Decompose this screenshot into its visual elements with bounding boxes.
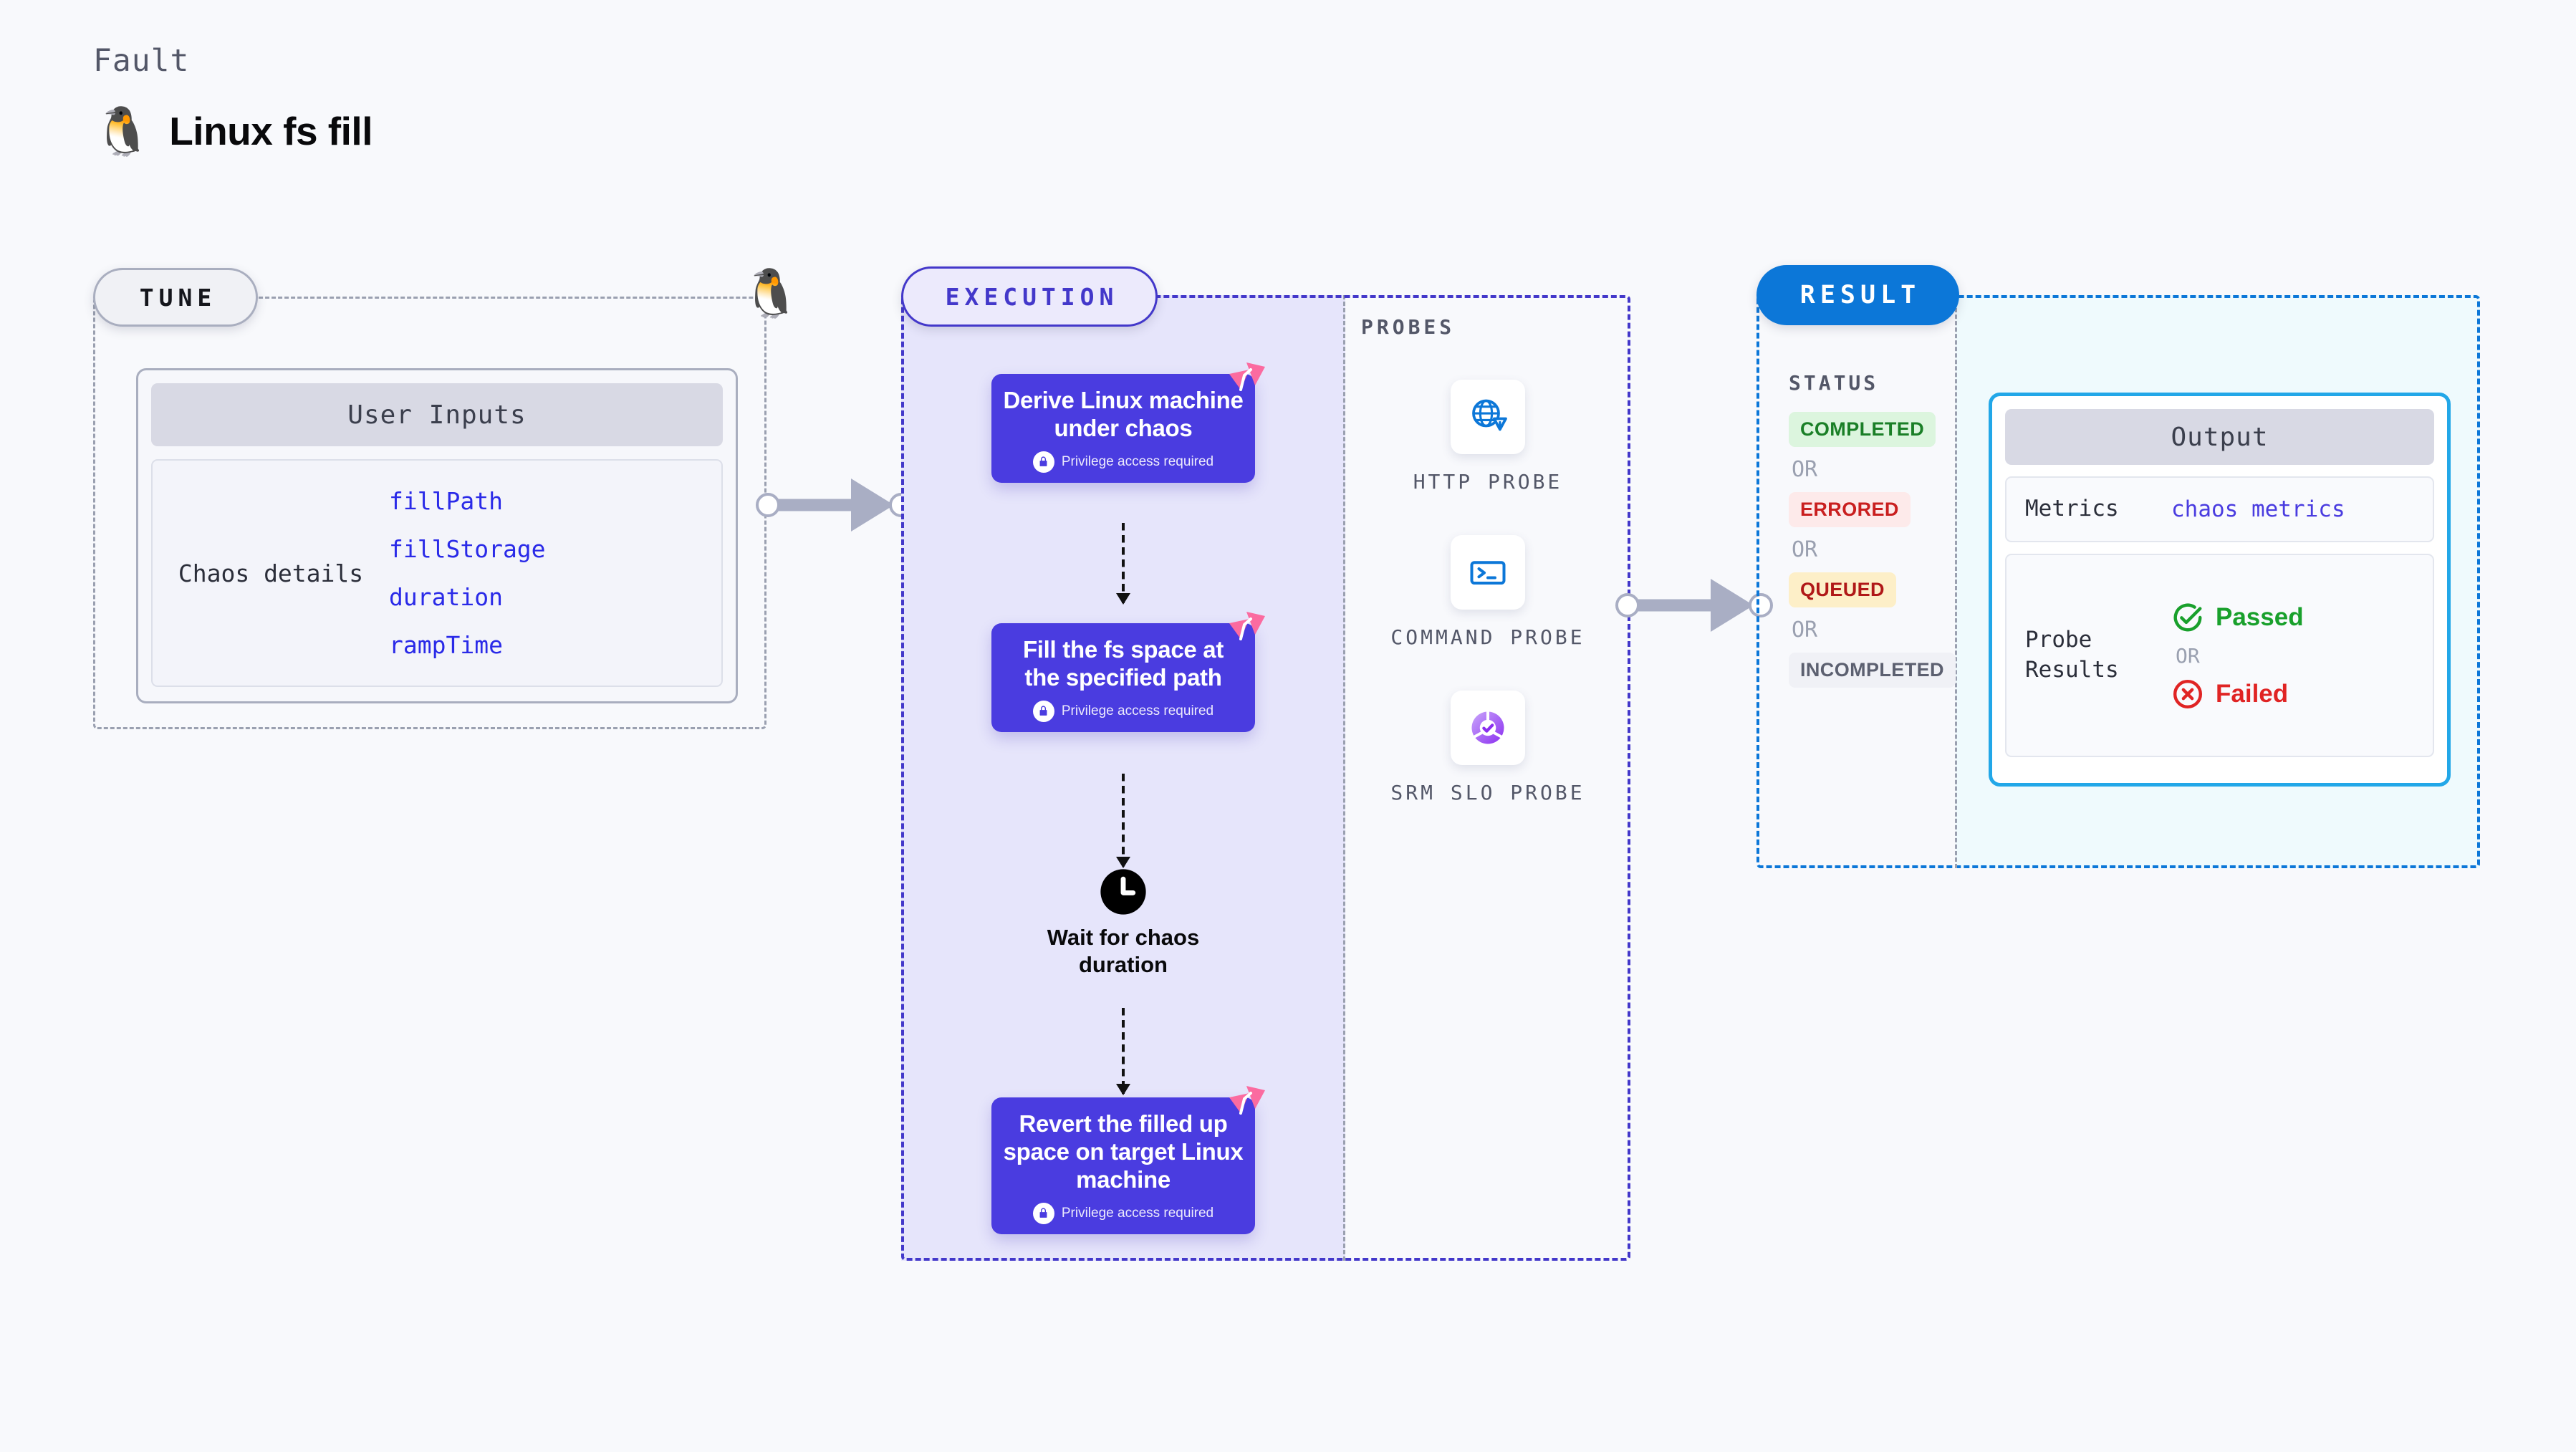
linux-penguin-icon: 🐧	[93, 105, 153, 158]
check-circle-icon	[2173, 603, 2202, 631]
probe-results-values: Passed OR Failed	[2171, 601, 2304, 711]
wait-node-label: Wait for chaos duration	[1047, 925, 1200, 977]
status-badge-errored: ERRORED	[1789, 492, 1911, 527]
probe-label: COMMAND PROBE	[1390, 625, 1585, 649]
probe-tile[interactable]	[1450, 380, 1525, 454]
status-column	[1756, 295, 1957, 868]
lock-icon	[1032, 451, 1054, 473]
param-fillstorage[interactable]: fillStorage	[389, 535, 546, 563]
metrics-label: Metrics	[2025, 496, 2119, 522]
execution-step-title: Derive Linux machine under chaos	[1003, 387, 1244, 441]
terminal-icon	[1470, 561, 1506, 585]
failed-label: Failed	[2216, 679, 2289, 708]
flow-arrow-2	[1122, 774, 1125, 867]
probes-list: HTTP PROBE COMMAND PROBE	[1345, 380, 1630, 806]
result-section	[1756, 295, 2480, 868]
status-or: OR	[1792, 537, 1818, 562]
chaos-details-label: Chaos details	[178, 559, 364, 587]
x-circle-icon	[2173, 679, 2203, 708]
status-or: OR	[1792, 617, 1818, 643]
connector-end-dot	[1749, 593, 1773, 617]
privilege-text: Privilege access required	[1061, 703, 1214, 718]
execution-pill[interactable]: EXECUTION	[901, 266, 1158, 327]
probe-results-row: Probe Results Passed OR Failed	[2005, 554, 2434, 757]
probe-label: HTTP PROBE	[1413, 470, 1563, 494]
execution-step-2[interactable]: Fill the fs space at the specified path …	[991, 612, 1265, 732]
connector-tune-execution	[756, 479, 913, 532]
probe-srm-slo[interactable]: SRM SLO PROBE	[1390, 690, 1585, 807]
passed-label: Passed	[2216, 602, 2304, 631]
privilege-note: Privilege access required	[1003, 700, 1244, 722]
litmus-ribbon-icon	[1229, 362, 1265, 391]
user-inputs-header: User Inputs	[151, 383, 723, 446]
privilege-note: Privilege access required	[1003, 451, 1244, 473]
result-pill[interactable]: RESULT	[1756, 265, 1959, 325]
status-or: OR	[1792, 457, 1818, 482]
wait-node: Wait for chaos duration	[1012, 868, 1234, 979]
chaos-params-list: fillPath fillStorage duration rampTime	[389, 487, 546, 659]
probe-results-label: Probe Results	[2025, 627, 2119, 683]
probe-http[interactable]: HTTP PROBE	[1413, 380, 1563, 496]
probe-result-passed: Passed	[2171, 601, 2304, 634]
probe-tile[interactable]	[1451, 690, 1525, 765]
connector-arrowhead	[851, 479, 894, 532]
privilege-text: Privilege access required	[1061, 1205, 1214, 1221]
flow-arrow-1	[1122, 523, 1125, 603]
linux-penguin-icon: 🐧	[741, 266, 801, 319]
param-fillpath[interactable]: fillPath	[389, 487, 503, 515]
connector-line	[766, 499, 860, 511]
status-badge-queued: QUEUED	[1789, 572, 1896, 607]
metrics-value[interactable]: chaos metrics	[2171, 496, 2345, 522]
connector-start-dot	[756, 493, 780, 517]
slo-donut-check-icon	[1471, 708, 1504, 744]
probes-title: PROBES	[1361, 315, 1456, 339]
lock-icon	[1032, 1202, 1054, 1224]
page-kicker: Fault	[93, 43, 190, 79]
execution-probes-section	[901, 295, 1630, 1261]
litmus-ribbon-icon	[1229, 1086, 1265, 1115]
connector-arrowhead	[1711, 579, 1754, 632]
execution-flow: Derive Linux machine under chaos Privile…	[901, 295, 1345, 1261]
litmus-ribbon-icon	[1229, 612, 1265, 640]
output-header: Output	[2005, 409, 2434, 465]
privilege-text: Privilege access required	[1061, 453, 1214, 469]
privilege-note: Privilege access required	[1003, 1202, 1244, 1224]
flow-arrow-3	[1122, 1008, 1125, 1094]
param-duration[interactable]: duration	[389, 583, 503, 611]
user-inputs-card: User Inputs Chaos details fillPath fillS…	[136, 368, 738, 703]
execution-step-3[interactable]: Revert the filled up space on target Lin…	[991, 1086, 1265, 1234]
probe-result-failed: Failed	[2171, 678, 2304, 711]
output-card: Output Metrics chaos metrics Probe Resul…	[1989, 393, 2451, 787]
status-list: COMPLETED OR ERRORED OR QUEUED OR INCOMP…	[1789, 412, 1956, 688]
status-badge-completed: COMPLETED	[1789, 412, 1936, 447]
connector-start-dot	[1615, 593, 1640, 617]
chaos-details-row: Chaos details fillPath fillStorage durat…	[151, 459, 723, 687]
tune-pill[interactable]: TUNE	[93, 268, 258, 327]
page-header: Fault 🐧 Linux fs fill	[93, 43, 373, 155]
connector-line	[1626, 599, 1719, 612]
probe-label: SRM SLO PROBE	[1390, 780, 1585, 804]
execution-step-title: Revert the filled up space on target Lin…	[1003, 1110, 1244, 1193]
globe-warning-icon	[1472, 399, 1507, 431]
probe-tile[interactable]	[1451, 534, 1525, 610]
status-title: STATUS	[1789, 371, 1879, 395]
execution-step-title: Fill the fs space at the specified path	[1022, 636, 1224, 691]
metrics-row: Metrics chaos metrics	[2005, 476, 2434, 542]
connector-execution-result	[1615, 579, 1773, 632]
param-ramptime[interactable]: rampTime	[389, 631, 503, 659]
probe-results-or: OR	[2176, 643, 2200, 668]
execution-step-1[interactable]: Derive Linux machine under chaos Privile…	[991, 362, 1265, 483]
lock-icon	[1032, 700, 1054, 722]
fault-title-row: 🐧 Linux fs fill	[93, 107, 373, 155]
probe-command[interactable]: COMMAND PROBE	[1390, 534, 1585, 651]
page-title: Linux fs fill	[169, 109, 373, 153]
status-badge-incompleted: INCOMPLETED	[1789, 653, 1956, 688]
clock-icon	[1100, 869, 1146, 915]
